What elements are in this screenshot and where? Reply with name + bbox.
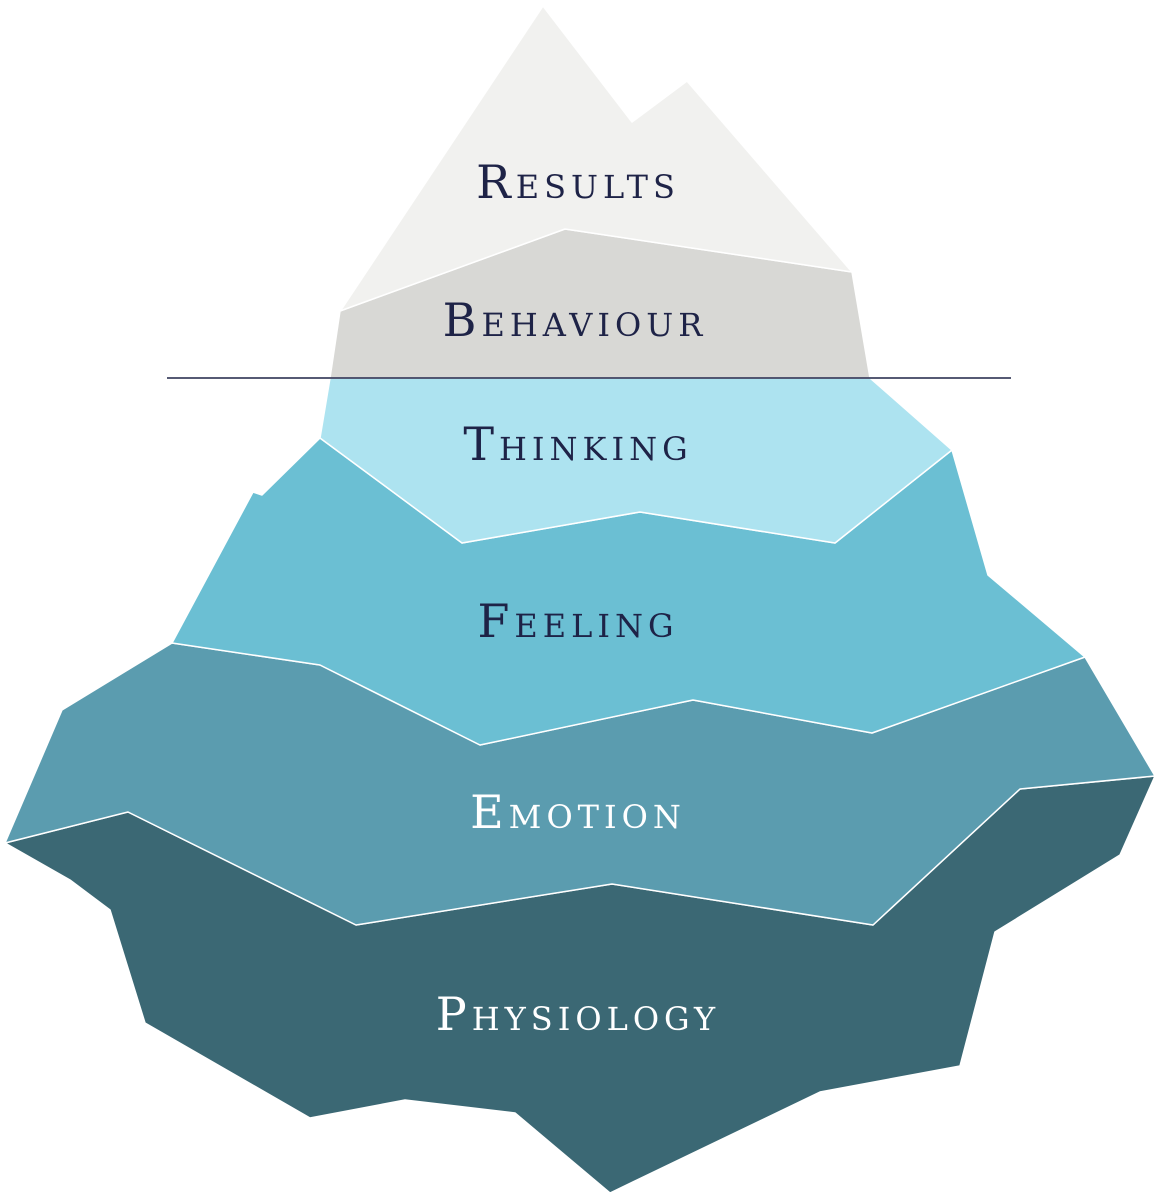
label-behaviour: Behaviour: [443, 293, 708, 347]
layer-thinking: [319, 377, 953, 544]
label-physiology: Physiology: [436, 987, 720, 1041]
label-results: Results: [476, 155, 680, 209]
layer-results: [339, 5, 853, 312]
label-emotion: Emotion: [470, 785, 686, 839]
label-feeling: Feeling: [477, 594, 678, 648]
label-thinking: Thinking: [463, 417, 692, 471]
